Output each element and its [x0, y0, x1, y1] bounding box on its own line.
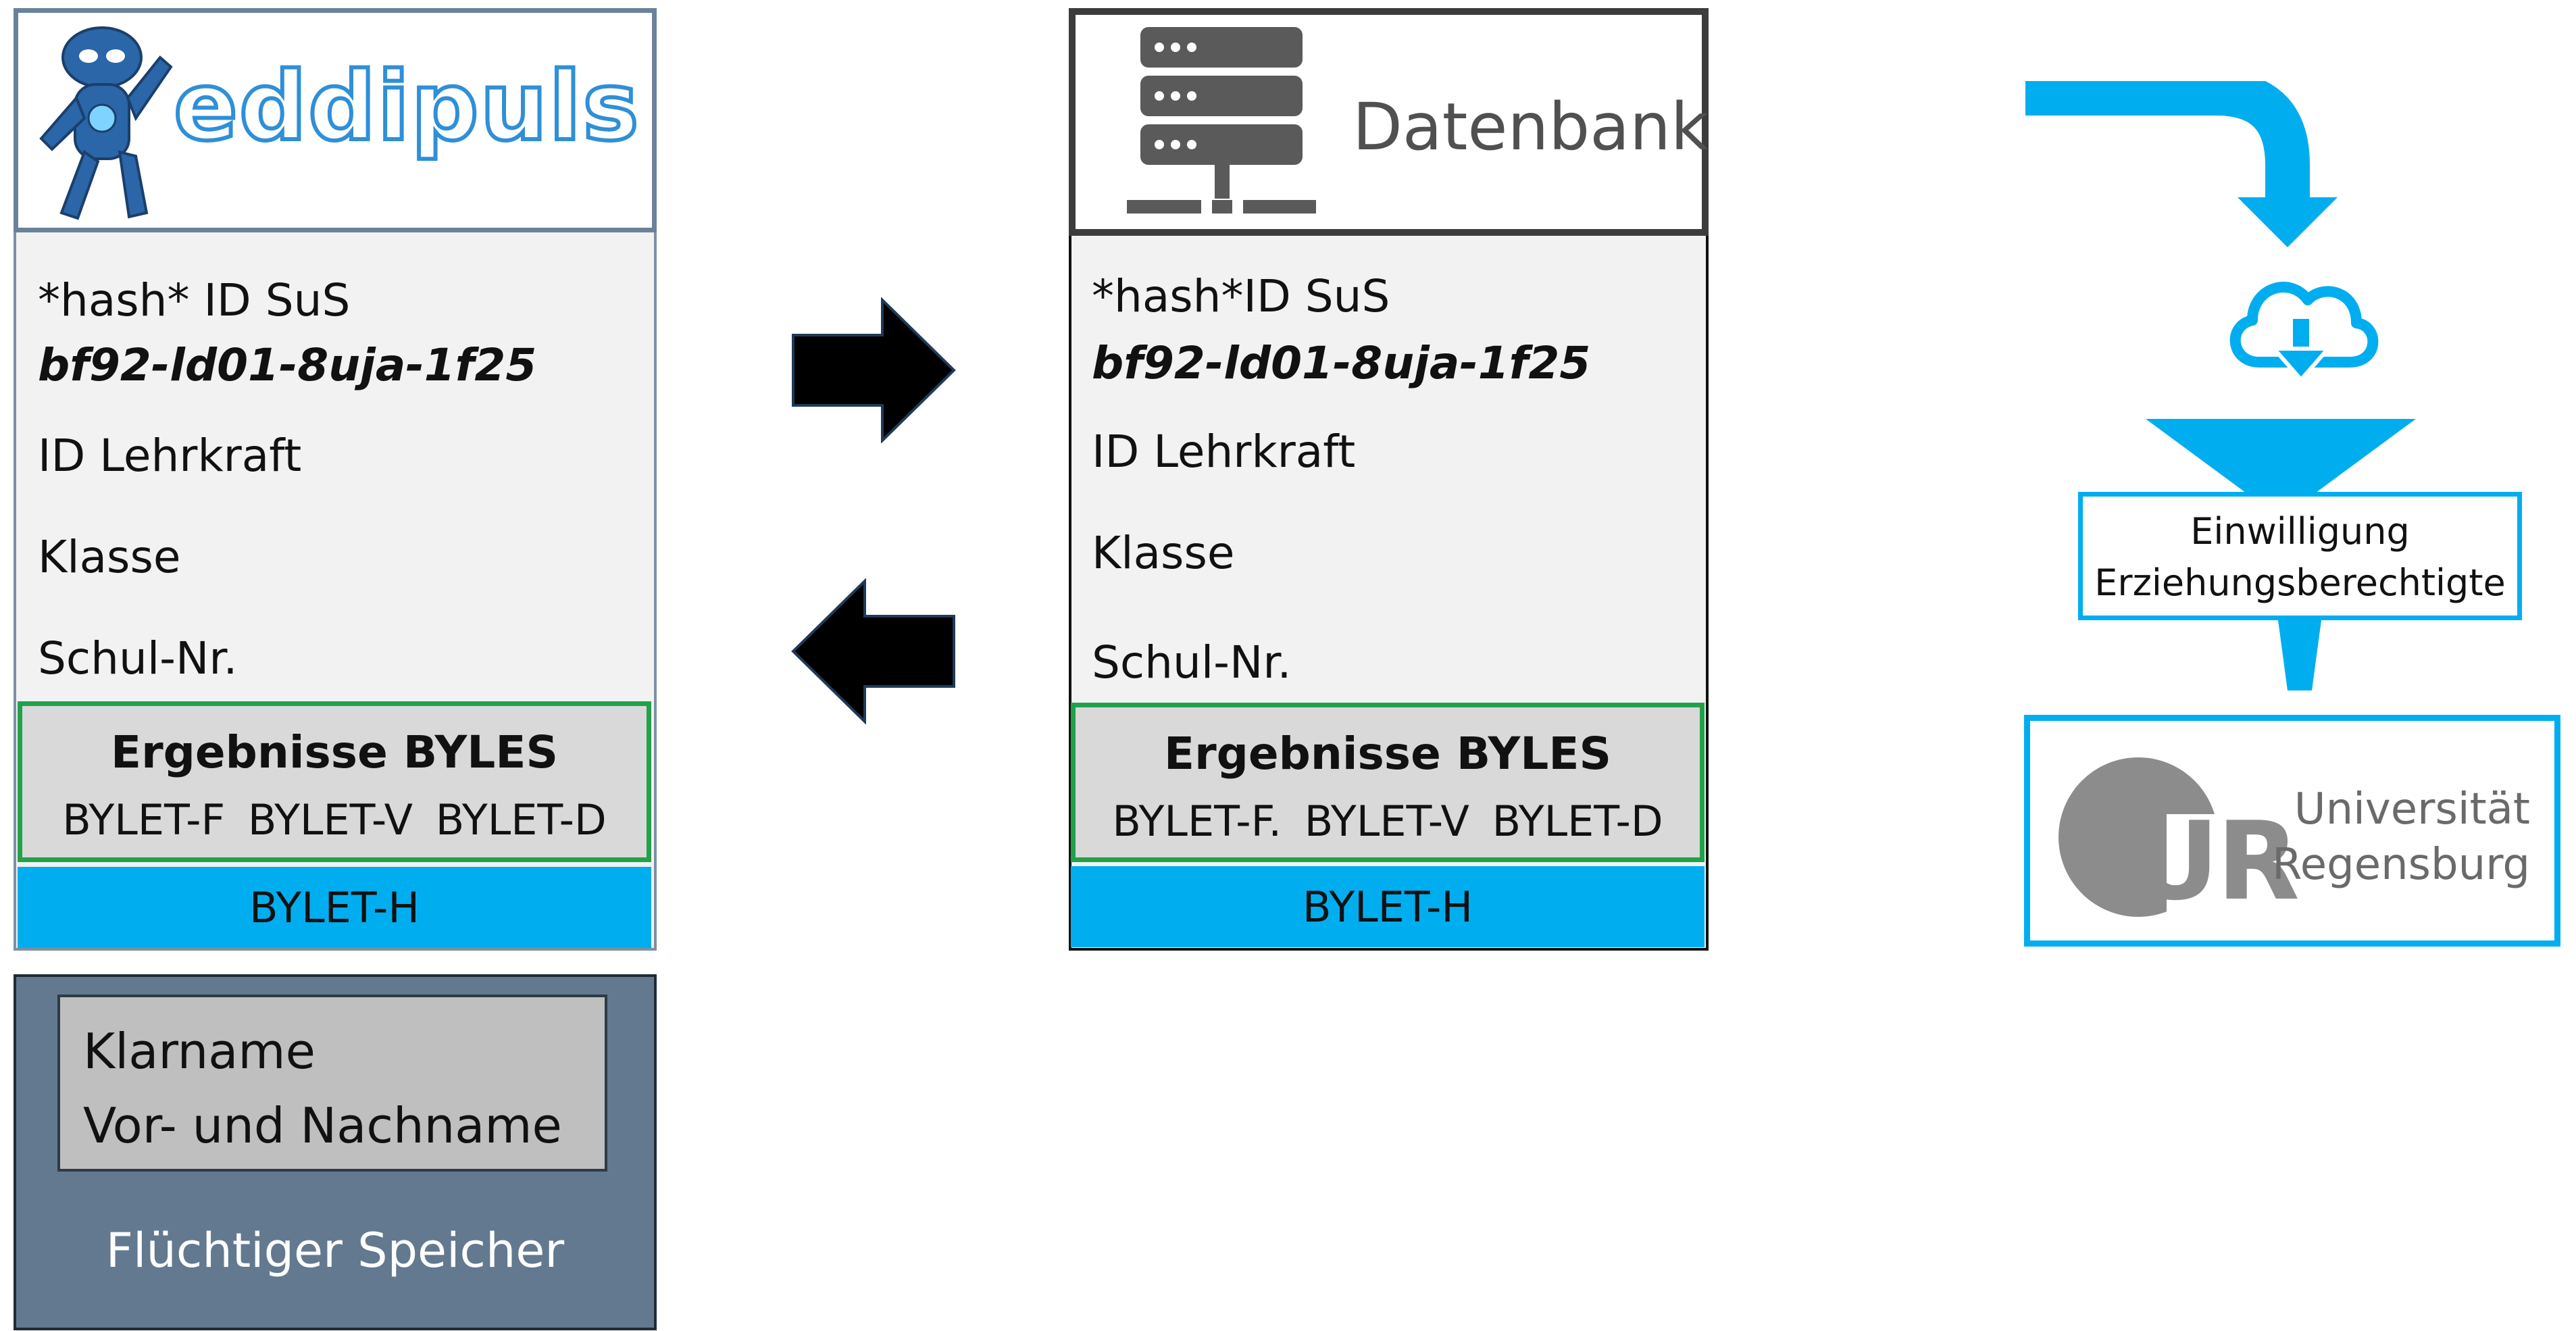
database-title: Datenbank	[1353, 89, 1709, 165]
volatile-memory-label: Flüchtiger Speicher	[105, 1223, 565, 1278]
db-results-tests: BYLET-F. BYLET-V BYLET-D	[1112, 797, 1663, 846]
consent-line-2: Erziehungsberechtigte	[2094, 561, 2506, 604]
parental-consent-box: Einwilligung Erziehungsberechtigte	[2078, 492, 2522, 620]
results-box: Ergebnisse BYLES BYLET-F BYLET-V BYLET-D	[18, 701, 651, 862]
university-logo-letters: UR	[2131, 798, 2300, 924]
bylet-h-bar: BYLET-H	[18, 867, 651, 948]
class-label: Klasse	[38, 531, 181, 583]
full-name-label: Vor- und Nachname	[83, 1097, 562, 1154]
db-class-label: Klasse	[1092, 527, 1235, 579]
eddipuls-logo-frame: eddipuls	[14, 8, 657, 232]
db-bylet-h-bar: BYLET-H	[1071, 866, 1704, 947]
hash-id-value: bf92-ld01-8uja-1f25	[38, 339, 537, 391]
database-header: Datenbank	[1069, 8, 1709, 236]
real-name-label: Klarname	[83, 1023, 315, 1080]
university-logo-icon	[2059, 757, 2271, 929]
university-name: Universität Regensburg	[2272, 782, 2530, 893]
db-hash-id-value: bf92-ld01-8uja-1f25	[1092, 337, 1591, 389]
university-regensburg-box: UR Universität Regensburg	[2024, 715, 2560, 947]
db-results-box: Ergebnisse BYLES BYLET-F. BYLET-V BYLET-…	[1071, 703, 1704, 862]
funnel-spout-icon	[2278, 620, 2321, 690]
university-name-line-2: Regensburg	[2272, 840, 2530, 890]
arrow-right-icon	[792, 297, 956, 443]
hash-id-label: *hash* ID SuS	[38, 274, 351, 326]
real-name-box: Klarname Vor- und Nachname	[57, 995, 607, 1172]
university-name-line-1: Universität	[2294, 784, 2530, 834]
robot-mascot-icon	[39, 26, 173, 220]
server-icon	[1127, 27, 1316, 214]
results-title: Ergebnisse BYLES	[111, 726, 558, 778]
school-number-label: Schul-Nr.	[38, 632, 238, 684]
db-results-title: Ergebnisse BYLES	[1164, 728, 1611, 780]
db-hash-id-label: *hash*ID SuS	[1092, 270, 1390, 322]
teacher-id-label: ID Lehrkraft	[38, 430, 302, 482]
cloud-download-icon	[2229, 282, 2379, 383]
db-teacher-id-label: ID Lehrkraft	[1092, 426, 1356, 478]
consent-line-1: Einwilligung	[2190, 510, 2410, 553]
db-school-number-label: Schul-Nr.	[1092, 636, 1292, 688]
eddipuls-logo-text: eddipuls	[172, 52, 641, 162]
results-tests: BYLET-F BYLET-V BYLET-D	[62, 795, 607, 845]
arrow-left-icon	[791, 578, 955, 724]
curved-arrow-down-icon	[2025, 81, 2338, 247]
funnel-icon	[2146, 419, 2416, 499]
